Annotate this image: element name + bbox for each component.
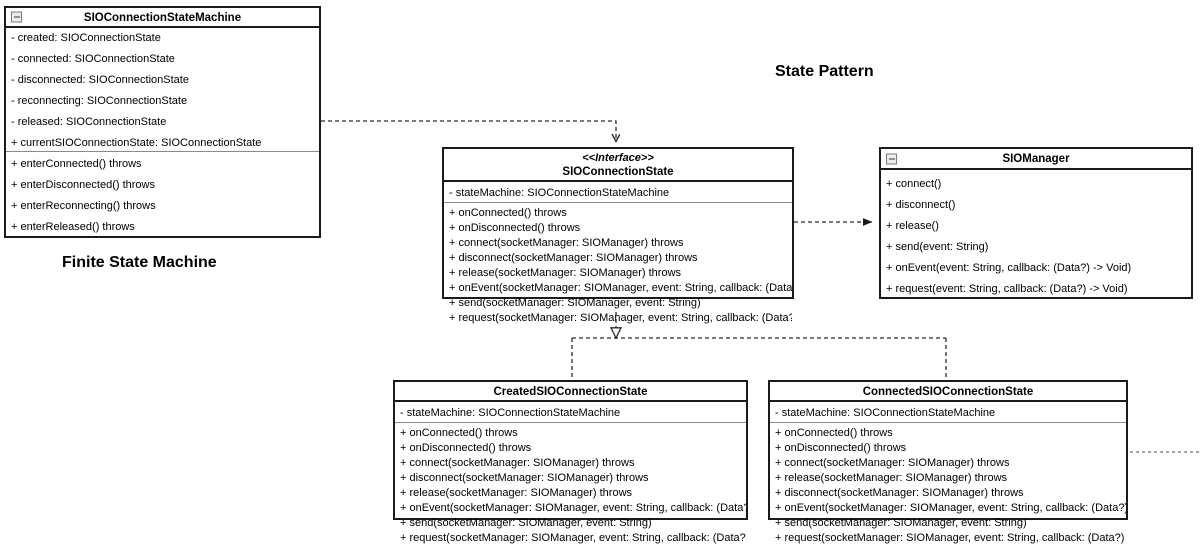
- method-row: + send(event: String): [886, 241, 989, 253]
- method-row: + enterReleased() throws: [11, 221, 135, 233]
- method-row: + release(socketManager: SIOManager) thr…: [449, 267, 682, 279]
- attribute-row: - disconnected: SIOConnectionState: [11, 74, 189, 86]
- connector-statemachine-to-interface: [321, 120, 616, 141]
- attribute-row: - connected: SIOConnectionState: [11, 53, 175, 65]
- method-row: + connect(): [886, 178, 942, 190]
- finite-state-machine-label: Finite State Machine: [62, 254, 217, 271]
- method-row: + onEvent(socketManager: SIOManager, eve…: [400, 502, 746, 514]
- class-box-sio-connection-state-machine[interactable]: SIOConnectionStateMachine - created: SIO…: [4, 6, 321, 238]
- attribute-row: - stateMachine: SIOConnectionStateMachin…: [449, 187, 670, 199]
- method-row: + enterReconnecting() throws: [11, 200, 156, 212]
- method-row: + onDisconnected() throws: [449, 222, 581, 234]
- method-row: + disconnect(socketManager: SIOManager) …: [449, 252, 698, 264]
- method-row: + onEvent(event: String, callback: (Data…: [886, 262, 1132, 274]
- attributes-section-sio-connection-state-machine: - created: SIOConnectionState - connecte…: [6, 28, 319, 152]
- class-box-sio-connection-state[interactable]: <<Interface>> SIOConnectionState - state…: [442, 147, 794, 324]
- method-row: + send(socketManager: SIOManager, event:…: [400, 517, 652, 529]
- method-row: + onConnected() throws: [449, 207, 567, 219]
- methods-section-created-sio-connection-state: + onConnected() throws + onDisconnected(…: [395, 423, 746, 546]
- method-row: + onEvent(socketManager: SIOManager, eve…: [775, 502, 1126, 514]
- method-row: + request(socketManager: SIOManager, eve…: [400, 532, 746, 544]
- class-header-sio-connection-state-machine: SIOConnectionStateMachine: [6, 8, 319, 28]
- method-row: + request(event: String, callback: (Data…: [886, 283, 1128, 295]
- method-row: + enterConnected() throws: [11, 158, 142, 170]
- methods-section-connected-sio-connection-state: + onConnected() throws + onDisconnected(…: [770, 423, 1126, 546]
- methods-section-sio-connection-state-machine: + enterConnected() throws + enterDisconn…: [6, 152, 319, 238]
- uml-diagram-canvas: Interface (dependency) --> SIOManager (d…: [4, 6, 1200, 544]
- state-pattern-label: State Pattern: [775, 63, 874, 80]
- method-row: + send(socketManager: SIOManager, event:…: [449, 297, 701, 309]
- stereotype-label: <<Interface>>: [582, 152, 654, 164]
- collapse-icon[interactable]: [11, 11, 22, 23]
- class-box-created-sio-connection-state[interactable]: CreatedSIOConnectionState - stateMachine…: [393, 380, 748, 544]
- methods-section-sio-connection-state: + onConnected() throws + onDisconnected(…: [444, 203, 792, 326]
- collapse-icon[interactable]: [886, 153, 897, 164]
- method-row: + disconnect(): [886, 199, 956, 211]
- method-row: + onConnected() throws: [400, 427, 518, 439]
- attribute-row: - stateMachine: SIOConnectionStateMachin…: [775, 407, 996, 419]
- class-box-sio-manager[interactable]: SIOManager + connect() + disconnect() + …: [879, 147, 1193, 299]
- attribute-row: - reconnecting: SIOConnectionState: [11, 95, 188, 107]
- method-row: + disconnect(socketManager: SIOManager) …: [775, 487, 1024, 499]
- method-row: + release(socketManager: SIOManager) thr…: [775, 472, 1008, 484]
- method-row: + request(socketManager: SIOManager, eve…: [449, 312, 792, 324]
- method-row: + release(socketManager: SIOManager) thr…: [400, 487, 633, 499]
- method-row: + connect(socketManager: SIOManager) thr…: [775, 457, 1010, 469]
- method-row: + onDisconnected() throws: [775, 442, 907, 454]
- method-row: + request(socketManager: SIOManager, eve…: [775, 532, 1126, 544]
- class-box-connected-sio-connection-state[interactable]: ConnectedSIOConnectionState - stateMachi…: [768, 380, 1128, 544]
- attributes-section-sio-connection-state: - stateMachine: SIOConnectionStateMachin…: [444, 182, 792, 203]
- attribute-row: - released: SIOConnectionState: [11, 116, 167, 128]
- class-header-sio-manager: SIOManager: [881, 149, 1191, 170]
- method-row: + onEvent(socketManager: SIOManager, eve…: [449, 282, 792, 294]
- method-row: + onDisconnected() throws: [400, 442, 532, 454]
- method-row: + release(): [886, 220, 939, 232]
- method-row: + connect(socketManager: SIOManager) thr…: [400, 457, 635, 469]
- method-row: + connect(socketManager: SIOManager) thr…: [449, 237, 684, 249]
- methods-section-sio-manager: + connect() + disconnect() + release() +…: [881, 170, 1191, 300]
- attributes-section-connected-sio-connection-state: - stateMachine: SIOConnectionStateMachin…: [770, 402, 1126, 423]
- attribute-row: - created: SIOConnectionState: [11, 32, 161, 44]
- method-row: + onConnected() throws: [775, 427, 893, 439]
- attribute-row: - stateMachine: SIOConnectionStateMachin…: [400, 407, 621, 419]
- attribute-row: + currentSIOConnectionState: SIOConnecti…: [11, 137, 262, 149]
- method-row: + send(socketManager: SIOManager, event:…: [775, 517, 1027, 529]
- class-header-created-sio-connection-state: CreatedSIOConnectionState: [395, 382, 746, 402]
- attributes-section-created-sio-connection-state: - stateMachine: SIOConnectionStateMachin…: [395, 402, 746, 423]
- method-row: + enterDisconnected() throws: [11, 179, 155, 191]
- class-header-connected-sio-connection-state: ConnectedSIOConnectionState: [770, 382, 1126, 402]
- method-row: + disconnect(socketManager: SIOManager) …: [400, 472, 649, 484]
- class-header-sio-connection-state: <<Interface>> SIOConnectionState: [444, 149, 792, 182]
